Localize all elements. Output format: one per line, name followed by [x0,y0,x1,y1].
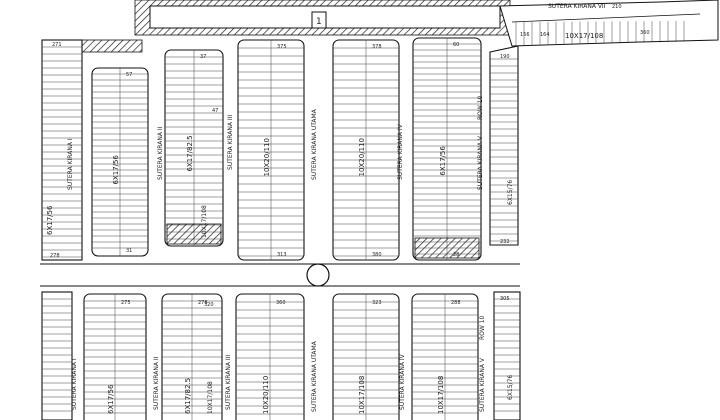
row-10-label-upper: ROW 10 [477,95,484,120]
street-kirana-5-lower: SUTERA KIRANA V [479,357,486,412]
street-kirana-4-lower: SUTERA KIRANA IV [399,353,406,410]
street-kirana-2-upper: SUTERA KIRANA II [157,126,164,180]
street-kirana-4-upper: SUTERA KIRANA IV [397,123,404,180]
b7-lot-size: 6X15/76 [507,180,514,205]
block-b6-top-no: 60 [453,42,459,48]
block-c4-lot-size: 10X20/110 [262,376,270,414]
street-kirana-3-upper: SUTERA KIRANA III [227,115,234,170]
block-c6: 10X17/108 288 [411,293,479,420]
street-utama-lower: SUTERA KIRANA UTAMA [311,340,318,412]
block-c4: 10X20/110 360 [235,293,305,420]
top-right-strip: SUTERA KIRANA VII 10X17/108 156 164 360 … [499,0,719,47]
c7-lot-size: 6X15/76 [507,375,514,400]
left-edge-block: 6X17/56 271 278 [41,39,83,261]
block-b2-hatched [166,223,222,245]
block-b1: 6X17/56 57 31 [91,67,149,257]
top-street-label: SUTERA KIRANA VII [548,3,606,10]
block-b3-top-no: 47 [212,108,218,114]
block-b5-bot-no: 380 [372,252,382,258]
top-block-b: 164 [540,32,550,38]
block-b6-hatched [414,237,480,259]
gate-marker-label: 1 [316,17,322,27]
block-c5-top-no: 323 [372,300,382,306]
top-block-c: 360 [640,30,650,36]
street-kirana-2-lower: SUTERA KIRANA II [153,356,160,410]
block-c2-top-no: 278 [198,300,208,306]
block-b6-bot-no: 28 [453,252,459,258]
block-c5: 10X17/108 323 [332,293,400,420]
row-10-label-lower: ROW 10 [479,315,486,340]
block-b6: 6X17/56 60 28 [412,37,482,261]
block-b4-top-no: 375 [277,44,287,50]
roundabout [306,263,330,287]
b7-block-bot: 232 [500,239,510,245]
block-c1-lot-size: 6X17/56 [107,384,115,414]
gate-marker [311,11,327,29]
block-b1-bot-no: 31 [126,248,132,254]
right-edge-block: 6X15/76 190 232 ROW 10 SUTERA KIRANA V [477,45,519,246]
block-c2: 6X17/82.5 278 [161,293,223,420]
block-b4-bot-no: 313 [277,252,287,258]
block-b2-lot-size: 6X17/82.5 [186,135,194,171]
block-c6-lot-size: 10X17/108 [437,376,445,414]
c7-block-top: 305 [500,296,510,302]
block-c1-top-no: 275 [121,300,131,306]
street-kirana-1-lower: SUTERA KIRANA I [71,358,78,410]
top-block-a: 156 [520,32,530,38]
lower-right-edge-block: 6X15/76 305 [493,291,521,420]
block-c4-top-no: 360 [276,300,286,306]
top-right-lot-size: 10X17/108 [565,32,603,40]
left-lot-size: 6X17/56 [46,205,54,235]
street-kirana-5-upper: SUTERA KIRANA V [477,135,484,190]
block-c2-lot-size: 6X17/82.5 [184,378,192,414]
block-b3-lot-size: 10X17/108 [201,205,208,238]
lower-left-edge-block [41,291,73,420]
block-c3-lot-size: 10X17/108 [207,381,214,414]
block-c6-top-no: 288 [451,300,461,306]
block-b2: 6X17/82.5 37 [164,49,224,247]
block-b4-lot-size: 10X20/110 [263,138,271,176]
block-c1: 6X17/56 275 [83,293,147,420]
top-block-d: 210 [612,4,622,10]
block-b6-lot-size: 6X17/56 [439,146,447,176]
street-kirana-1-upper: SUTERA KIRANA I [67,138,74,190]
block-b2-top-no: 37 [200,54,206,60]
left-block-top: 271 [52,42,62,48]
block-b1-top-no: 57 [126,72,132,78]
block-b1-lot-size: 6X17/56 [112,155,120,185]
block-b5-top-no: 378 [372,44,382,50]
block-b5-lot-size: 10X20/110 [358,138,366,176]
street-utama-upper: SUTERA KIRANA UTAMA [311,108,318,180]
left-block-bot: 278 [50,253,60,259]
block-b4: 10X20/110 375 313 [237,39,305,261]
block-b5: 10X20/110 378 380 [332,39,400,261]
block-c3-top-no: 320 [204,302,214,308]
b7-block-top: 190 [500,54,510,60]
block-c5-lot-size: 10X17/108 [358,376,366,414]
street-kirana-3-lower: SUTERA KIRANA III [225,355,232,410]
